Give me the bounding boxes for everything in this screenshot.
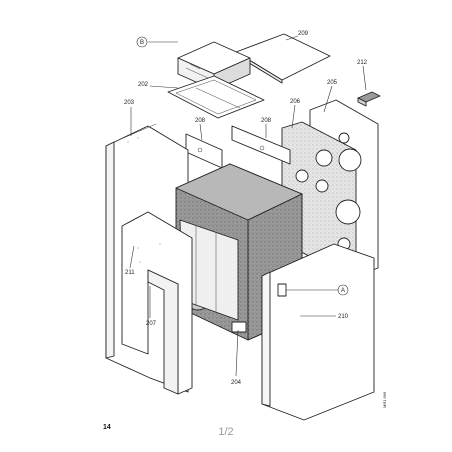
label-206: 206: [290, 99, 301, 105]
page-indicator: 1/2: [218, 426, 234, 438]
mounting-bracket: [357, 91, 381, 107]
control-unit: [177, 41, 251, 91]
marker-b-text: B: [140, 40, 144, 46]
marker-a-text: A: [341, 288, 345, 294]
label-208-right: 208: [261, 118, 272, 124]
label-211: 211: [125, 270, 135, 276]
label-210: 210: [338, 314, 349, 320]
top-frame: [167, 75, 265, 119]
leader-lines: [129, 35, 367, 377]
label-204: 204: [231, 380, 242, 386]
label-205: 205: [327, 80, 338, 86]
rail-right: [231, 125, 291, 165]
page-number: 14: [103, 424, 111, 431]
label-202: 202: [138, 82, 149, 88]
drawing-code: MR1 666: [382, 391, 387, 408]
label-208-left: 208: [195, 118, 206, 124]
rail-left: [185, 133, 223, 169]
label-207: 207: [146, 321, 157, 327]
front-door-panel: [261, 243, 375, 421]
label-203: 203: [124, 100, 135, 106]
front-lower-panel: [121, 211, 193, 395]
marker-b: B: [136, 36, 148, 48]
label-209: 209: [298, 31, 309, 37]
marker-a: A: [337, 284, 349, 296]
label-212: 212: [357, 60, 368, 66]
